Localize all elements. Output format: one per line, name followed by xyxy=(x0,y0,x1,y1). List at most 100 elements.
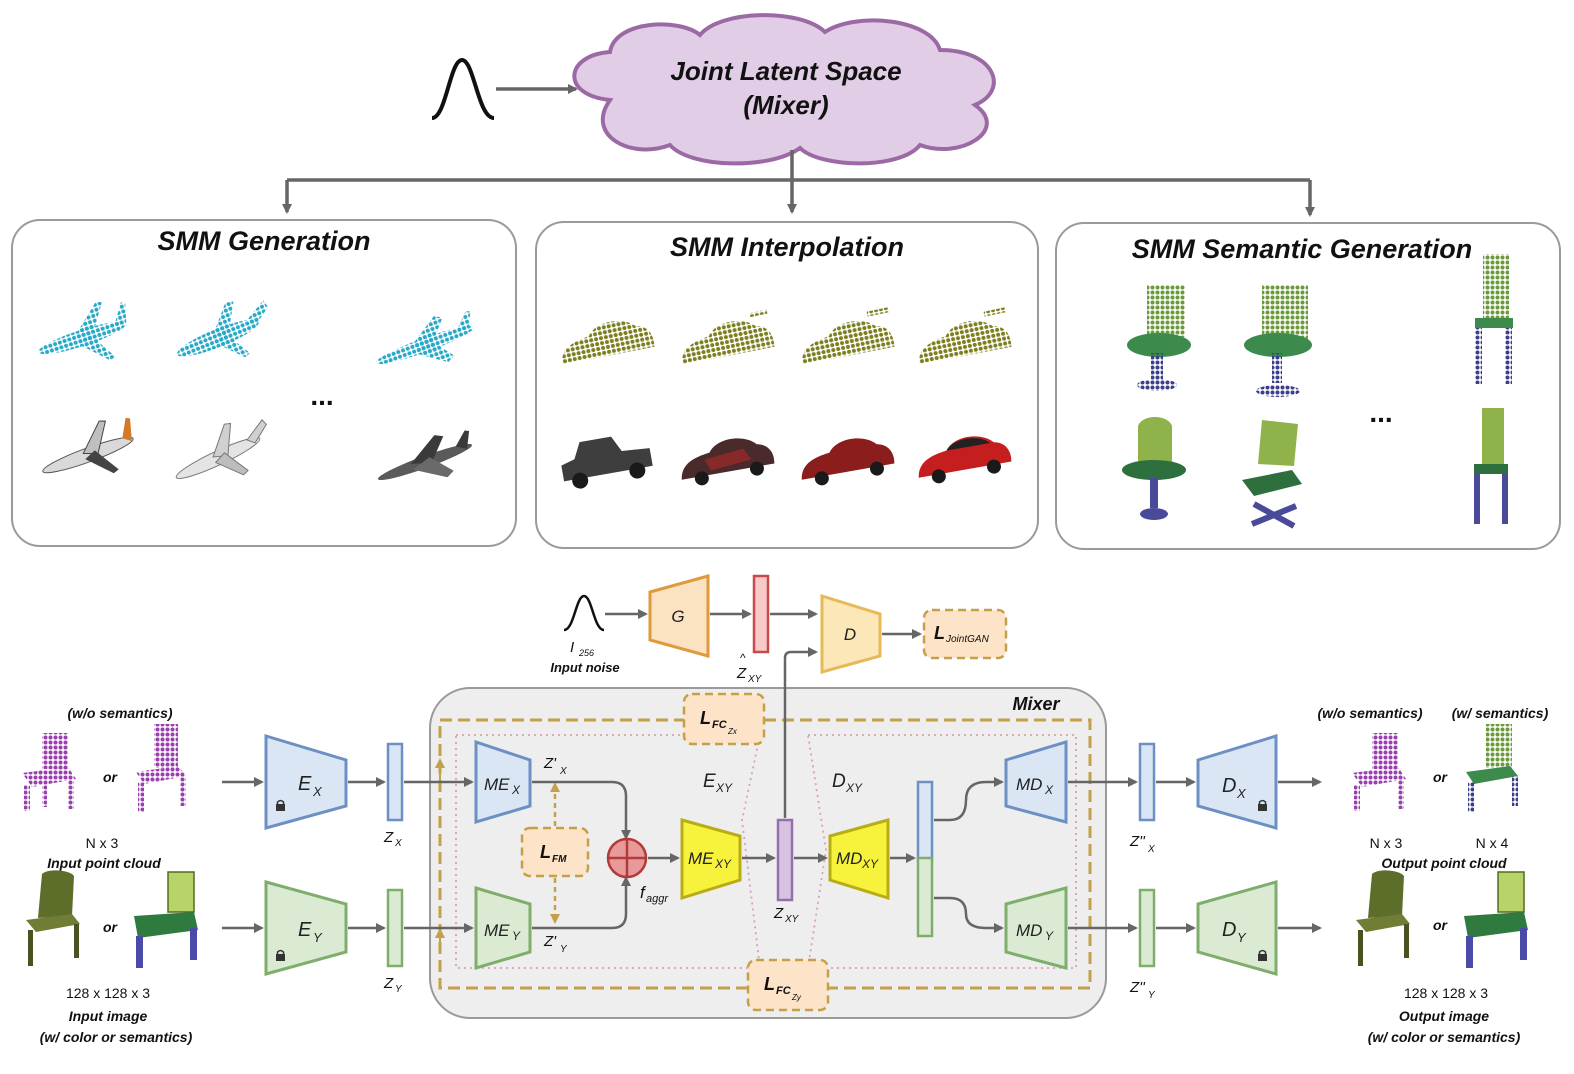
panel-generation xyxy=(11,219,517,547)
zppy-sub: Y xyxy=(1148,990,1156,1001)
ex-label: E xyxy=(298,773,312,795)
mdx-sub: X xyxy=(1044,783,1054,797)
joint-gan-loss-label: L xyxy=(934,623,945,643)
output-wo-semantics: (w/o semantics) xyxy=(1317,705,1422,721)
zhat-latent-bar xyxy=(752,574,770,654)
mey-label: ME xyxy=(484,921,510,940)
chair-icon xyxy=(1122,254,1513,529)
fc-zx-loss-sub: FC xyxy=(712,719,728,731)
zpx-sub: X xyxy=(559,766,567,777)
zxy-latent-bar xyxy=(776,818,794,902)
zx-sub: X xyxy=(394,838,402,849)
mdxy-block xyxy=(828,818,890,901)
fc-zy-loss-sub: FC xyxy=(776,985,792,997)
ex-block xyxy=(264,733,348,830)
gaussian-icon xyxy=(563,594,605,632)
input-img-label: Input image xyxy=(69,1008,148,1024)
fc-zx-loss-subsub: Zx xyxy=(727,727,738,736)
fc-zy-loss-label: L xyxy=(764,974,775,994)
output-pc-dim-b: N x 4 xyxy=(1476,835,1509,851)
zpy-sub: Y xyxy=(560,944,568,955)
feature-matching-loss xyxy=(520,826,590,878)
zx-label: Z xyxy=(383,829,394,846)
feature-matching-loss-label: L xyxy=(540,842,551,862)
input-or-2: or xyxy=(103,919,119,935)
ey-block xyxy=(264,880,348,976)
dx-block xyxy=(1196,733,1278,830)
mdx-label: MD xyxy=(1016,775,1042,794)
discriminator-block xyxy=(820,593,882,674)
joint-gan-loss-sub: JointGAN xyxy=(945,634,990,645)
input-wo-semantics: (w/o semantics) xyxy=(67,705,172,721)
output-or-1: or xyxy=(1433,769,1449,785)
fc-zy-loss xyxy=(746,958,830,1012)
faggr-label: f xyxy=(640,883,647,902)
zhat-hat: ^ xyxy=(740,651,746,665)
airplane-icon xyxy=(38,300,474,481)
zppx-label: Z'' xyxy=(1129,833,1146,850)
chair-icon xyxy=(22,724,186,812)
mdx-block xyxy=(1004,739,1068,824)
panel-semantic-title: SMM Semantic Generation xyxy=(1132,234,1473,264)
input-img-dim: 128 x 128 x 3 xyxy=(66,985,150,1001)
zy-sub: Y xyxy=(395,984,403,995)
decoder-mixer-region xyxy=(806,734,1077,969)
output-pc-dim-a: N x 3 xyxy=(1370,835,1403,851)
zpy-label: Z' xyxy=(543,933,557,950)
panel-interpolation-title: SMM Interpolation xyxy=(670,232,904,262)
dy-sub: Y xyxy=(1237,930,1247,945)
zpx-label: Z' xyxy=(543,755,557,772)
generator-block xyxy=(648,574,710,658)
zppy-label: Z'' xyxy=(1129,979,1146,996)
fc-zy-loss-subsub: Zy xyxy=(791,993,802,1002)
chair-icon xyxy=(26,870,198,968)
split-to-mdx xyxy=(934,777,1004,822)
output-img-label: Output image xyxy=(1399,1008,1489,1024)
mdxy-label: MD xyxy=(836,849,862,868)
fc-loss-boundary xyxy=(438,718,1092,990)
output-w-semantics: (w/ semantics) xyxy=(1452,705,1549,721)
mey-sub: Y xyxy=(512,929,521,943)
zy-label: Z xyxy=(383,975,394,992)
panel-generation-title: SMM Generation xyxy=(157,226,370,256)
noise-dim-label: I xyxy=(570,639,574,656)
output-pc-label: Output point cloud xyxy=(1381,855,1507,871)
mdxy-sub: XY xyxy=(861,857,879,871)
chair-icon xyxy=(1352,724,1518,812)
discriminator-label: D xyxy=(844,625,856,644)
ex-sub: X xyxy=(312,784,323,799)
mex-to-aggr xyxy=(532,780,631,840)
fc-zx-loss-label: L xyxy=(700,708,711,728)
gaussian-icon xyxy=(431,57,495,120)
distribution-connector xyxy=(282,150,1315,217)
zppx-sub: X xyxy=(1147,844,1155,855)
noise-label: Input noise xyxy=(550,660,619,675)
aggregation-icon xyxy=(606,837,648,879)
mexy-label: ME xyxy=(688,849,714,868)
ey-sub: Y xyxy=(313,930,323,945)
zx-latent-bar xyxy=(386,742,404,822)
lock-icon xyxy=(276,799,285,811)
dy-block xyxy=(1196,880,1278,976)
lock-icon xyxy=(276,949,285,961)
mey-block xyxy=(474,885,532,971)
feature-matching-loss-sub: FM xyxy=(552,854,567,865)
ey-label: E xyxy=(298,919,312,941)
car-icon xyxy=(561,307,1012,489)
mex-label: ME xyxy=(484,775,510,794)
panel-interpolation xyxy=(535,221,1039,549)
dy-label: D xyxy=(1222,919,1236,941)
zy-latent-bar xyxy=(386,888,404,968)
semantic-ellipsis: ... xyxy=(1369,397,1392,428)
cloud-title-line2: (Mixer) xyxy=(743,90,828,120)
mex-sub: X xyxy=(511,783,521,797)
zxy-to-discriminator xyxy=(783,647,818,818)
split-latent-x xyxy=(916,780,934,862)
split-latent-y xyxy=(916,856,934,938)
noise-dim-sub: 256 xyxy=(578,648,594,658)
mexy-block xyxy=(680,818,742,901)
generator-label: G xyxy=(671,607,684,626)
output-or-2: or xyxy=(1433,917,1449,933)
input-pc-dim: N x 3 xyxy=(86,835,119,851)
zhat-label: Z xyxy=(736,665,747,682)
